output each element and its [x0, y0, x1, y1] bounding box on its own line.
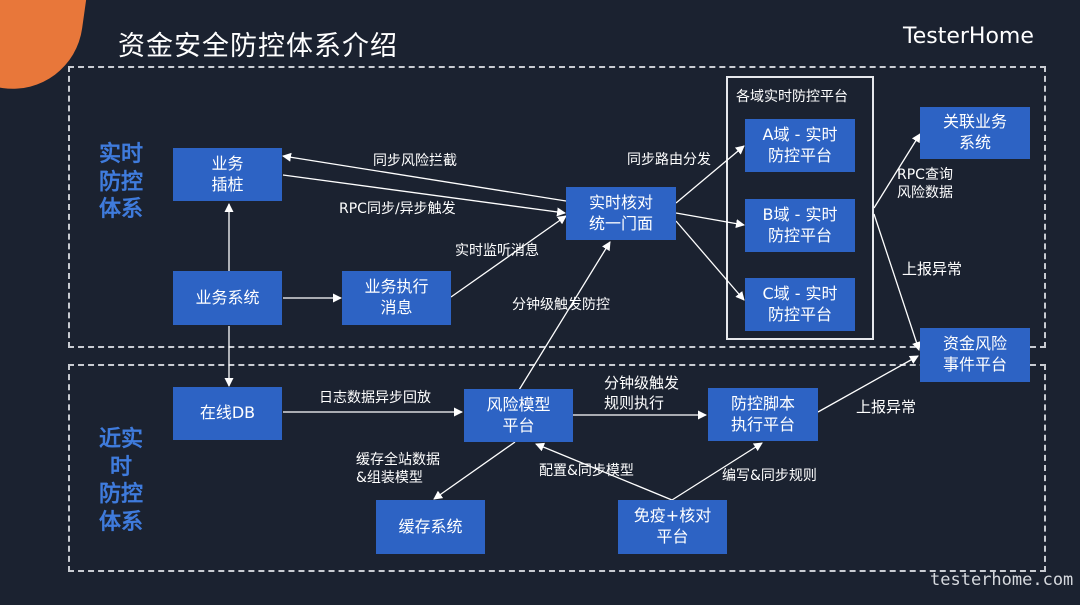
arrow-gateway-to-a: [675, 145, 745, 204]
label-report-anomaly-top: 上报异常: [902, 260, 963, 278]
label-rpc-sync-async: RPC同步/异步触发: [339, 201, 456, 217]
near-realtime-section-label: 近实时 防控 体系: [98, 427, 143, 535]
arrow-gateway-to-c: [675, 220, 745, 301]
label-cache-assemble: 缓存全站数据 &组装模型: [356, 452, 440, 487]
node-risk-script: 防控脚本 执行平台: [708, 388, 818, 441]
arrow-stub-to-gateway: [282, 174, 566, 217]
node-domain-b: B域 - 实时 防控平台: [745, 199, 855, 252]
label-report-anomaly-bottom: 上报异常: [856, 398, 917, 416]
node-domain-a: A域 - 实时 防控平台: [745, 119, 855, 172]
node-biz-stub: 业务 插桩: [173, 148, 282, 201]
label-rpc-query: RPC查询 风险数据: [897, 167, 953, 202]
arrow-exemption-to-script: [671, 442, 763, 501]
arrow-gateway-to-stub: [282, 152, 567, 202]
label-minute-rule-exec: 分钟级触发 规则执行: [604, 374, 680, 412]
brand-logo-text: TesterHome: [903, 24, 1034, 49]
node-biz-system: 业务系统: [173, 271, 282, 325]
arrow-script-to-events: [817, 355, 919, 413]
realtime-section-frame: [68, 66, 1046, 348]
node-biz-exec-msg: 业务执行 消息: [342, 271, 451, 325]
domain-platforms-group: [726, 76, 874, 340]
domain-group-title: 各域实时防控平台: [736, 89, 848, 105]
node-fund-risk-events: 资金风险 事件平台: [920, 328, 1030, 382]
node-cache-system: 缓存系统: [376, 500, 485, 554]
arrow-model-to-gateway: [518, 241, 611, 391]
near-realtime-section-frame: [68, 364, 1046, 572]
label-sync-route: 同步路由分发: [627, 152, 711, 168]
arrow-group-to-related: [873, 133, 921, 209]
arrow-exemption-to-model: [535, 442, 673, 501]
node-risk-model: 风险模型 平台: [464, 389, 573, 442]
label-log-replay: 日志数据异步回放: [319, 390, 431, 406]
node-exemption: 免疫+核对 平台: [618, 500, 727, 554]
arrow-msg-to-gateway: [450, 215, 567, 298]
arrow-model-to-cache: [433, 441, 516, 500]
realtime-section-label: 实时 防控 体系: [98, 142, 143, 222]
label-realtime-listen: 实时监听消息: [455, 243, 539, 259]
label-minute-trigger-control: 分钟级触发防控: [512, 297, 610, 313]
watermark-text: testerhome.com: [930, 570, 1074, 590]
label-sync-intercept: 同步风险拦截: [373, 153, 457, 169]
label-write-sync-rule: 编写&同步规则: [722, 468, 817, 484]
page-title: 资金安全防控体系介绍: [118, 31, 398, 62]
node-related-biz: 关联业务 系统: [920, 107, 1030, 159]
label-config-sync-model: 配置&同步模型: [539, 463, 634, 479]
arrow-gateway-to-b: [675, 212, 745, 229]
node-online-db: 在线DB: [173, 387, 282, 440]
node-realtime-gateway: 实时核对 统一门面: [566, 187, 676, 240]
arrow-group-to-events: [873, 213, 921, 351]
node-domain-c: C域 - 实时 防控平台: [745, 278, 855, 331]
